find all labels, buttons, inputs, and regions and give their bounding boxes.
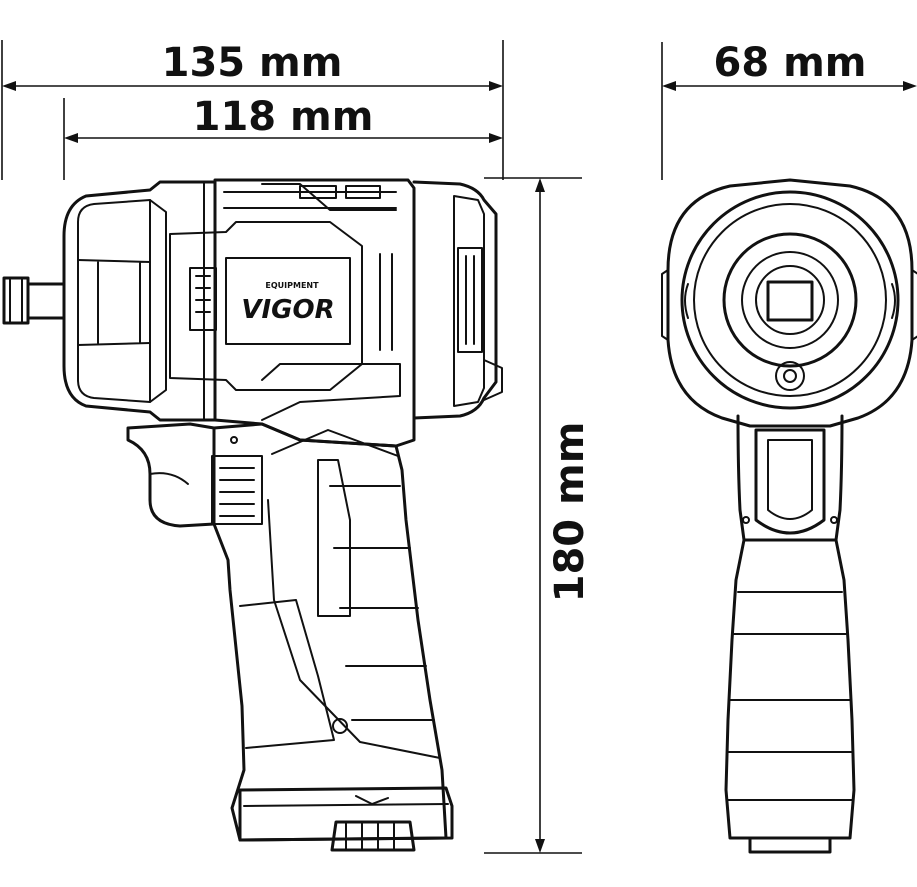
brand-logo: EQUIPMENT VIGOR [241, 281, 334, 325]
front-view [661, 178, 917, 854]
dimension-height: 180 mm [484, 177, 593, 854]
dimension-body-length: 118 mm [63, 94, 503, 180]
body-length-label: 118 mm [193, 94, 374, 140]
brand-sub: EQUIPMENT [265, 281, 319, 290]
height-label: 180 mm [547, 422, 593, 603]
brand-name: VIGOR [241, 295, 334, 325]
dimension-width: 68 mm [661, 40, 917, 180]
width-label: 68 mm [714, 40, 867, 86]
side-view: EQUIPMENT VIGOR [2, 178, 503, 852]
dimension-overall-length: 135 mm [1, 40, 504, 180]
overall-length-label: 135 mm [162, 40, 343, 86]
